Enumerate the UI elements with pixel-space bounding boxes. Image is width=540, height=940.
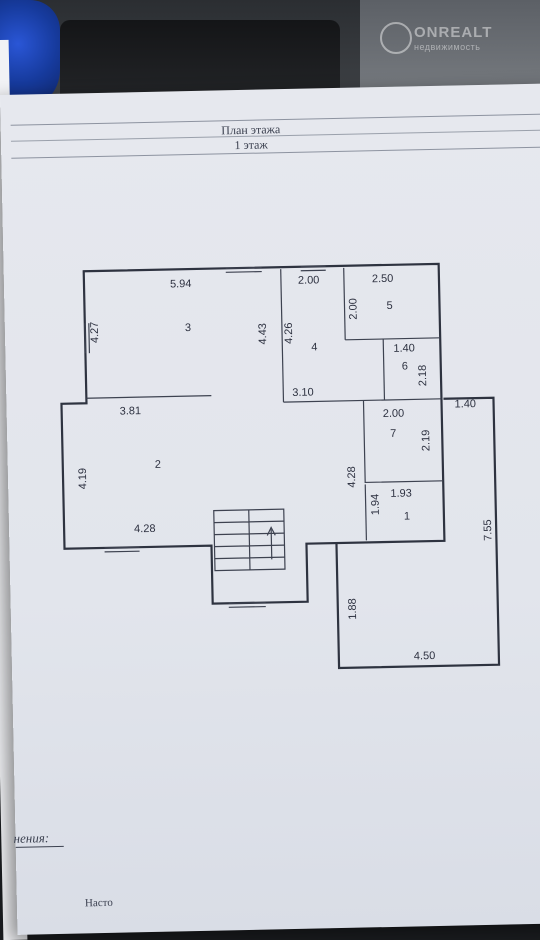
footer-bottom-text: Насто [84, 896, 113, 910]
stair-arrow [266, 526, 276, 560]
dim-3-10: 3.10 [292, 386, 314, 398]
room-5: 5 [386, 300, 392, 312]
outer-wall [60, 262, 446, 605]
window-stair [228, 601, 266, 608]
dim-2-18: 2.18 [417, 365, 429, 387]
dim-1-88: 1.88 [347, 598, 359, 620]
annex-wall [335, 396, 501, 670]
dim-4-26: 4.26 [283, 322, 295, 344]
footer-underline [15, 845, 64, 848]
window-left [84, 323, 91, 354]
wall-3-2 [86, 395, 212, 399]
floor-plan-sheet: План этажа 1 этаж 5.94 4.27 4.4 [0, 83, 540, 935]
dim-7-55: 7.55 [482, 519, 494, 541]
room-3: 3 [185, 322, 191, 334]
dim-2-19: 2.19 [420, 430, 432, 452]
watermark-brand: ONREALT [414, 24, 493, 41]
dim-4-28-side: 4.28 [346, 466, 358, 488]
dim-5-94: 5.94 [170, 278, 192, 290]
dim-4-28-bottom: 4.28 [134, 523, 156, 535]
watermark: ONREALT недвижимость [380, 22, 530, 62]
stair-steps [213, 509, 285, 570]
dim-4-27: 4.27 [89, 322, 101, 344]
wall-3-4 [280, 269, 285, 403]
room-2: 2 [155, 459, 161, 471]
room-6: 6 [402, 361, 408, 373]
watermark-subtitle: недвижимость [414, 42, 481, 52]
wall-7 [362, 400, 444, 484]
dim-1-94: 1.94 [369, 494, 381, 516]
window-top-2 [300, 265, 326, 272]
dim-2-00-vert: 2.00 [347, 298, 359, 320]
dim-3-81: 3.81 [120, 405, 142, 417]
dim-1-93: 1.93 [390, 487, 412, 499]
dim-1-40-b: 1.40 [454, 398, 476, 410]
dim-2-50: 2.50 [372, 273, 394, 285]
footer-note-label: нения: [13, 830, 50, 846]
wall-6-left [382, 339, 386, 401]
wall-5-bottom [345, 337, 441, 341]
room-1: 1 [404, 511, 410, 523]
wall-1 [364, 484, 368, 541]
room-4: 4 [311, 341, 317, 353]
dim-4-19: 4.19 [77, 468, 89, 490]
wall-4-bottom [283, 398, 442, 403]
floor-plan-drawing: 5.94 4.27 4.43 2.00 2.50 2.00 4.26 1.40 … [60, 262, 501, 670]
dim-1-40-a: 1.40 [393, 342, 415, 354]
watermark-logo-icon [380, 22, 412, 54]
wall-4-5 [343, 267, 346, 340]
dim-4-50: 4.50 [414, 650, 436, 662]
room-7: 7 [390, 428, 396, 440]
dim-2-00-top: 2.00 [298, 274, 320, 286]
window-top [225, 266, 262, 273]
dim-4-43: 4.43 [257, 323, 269, 345]
window-bottom [104, 546, 140, 553]
background-blue-object [0, 0, 60, 110]
dim-2-00-r7: 2.00 [383, 408, 405, 420]
